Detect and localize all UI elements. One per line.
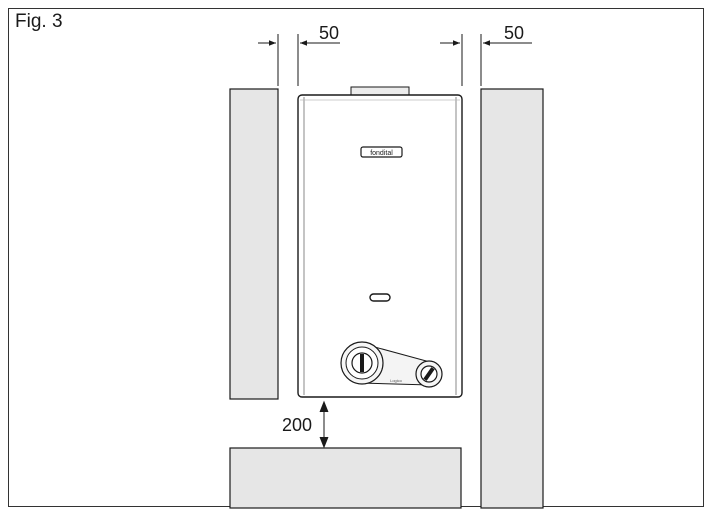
small-control-knob — [415, 360, 443, 388]
left-clearance-panel — [229, 88, 279, 400]
right-gap-dimension — [440, 34, 532, 86]
figure-label: Fig. 3 — [15, 11, 63, 32]
bottom-gap-dimension — [319, 400, 329, 449]
left-gap-dimension — [258, 34, 340, 86]
bottom-clearance-panel — [229, 447, 462, 509]
water-heater-appliance — [297, 94, 463, 398]
right-clearance-panel — [480, 88, 544, 509]
bottom-gap-label: 200 — [282, 415, 313, 435]
large-control-knob — [340, 341, 384, 385]
right-gap-label: 50 — [504, 23, 525, 43]
brand-name: fondital — [370, 150, 393, 157]
flame-window — [369, 293, 391, 302]
left-gap-label: 50 — [319, 23, 340, 43]
brand-plate — [360, 146, 403, 158]
appliance-model-text: Logico — [390, 378, 403, 383]
